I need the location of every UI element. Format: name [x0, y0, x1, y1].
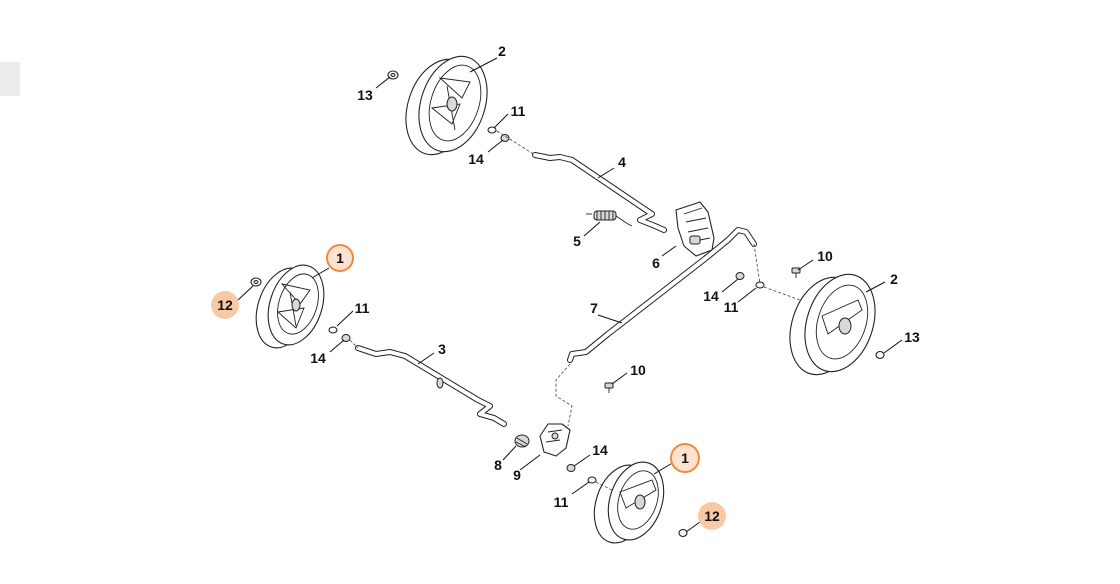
svg-text:4: 4 — [618, 154, 626, 170]
svg-text:11: 11 — [554, 494, 569, 510]
svg-text:7: 7 — [590, 300, 598, 316]
callout-11-left[interactable]: 11 — [355, 300, 370, 316]
svg-text:2: 2 — [890, 271, 898, 287]
washer-11-right[interactable] — [755, 281, 765, 289]
washer-13-right[interactable] — [875, 350, 885, 360]
rear-wheel-top[interactable] — [394, 48, 498, 164]
washer-11-bottom[interactable] — [587, 476, 597, 484]
callout-4[interactable]: 4 — [618, 154, 626, 170]
svg-text:12: 12 — [704, 508, 720, 524]
washer-13-top[interactable] — [387, 70, 399, 80]
svg-text:14: 14 — [468, 151, 484, 167]
leader-lines — [237, 57, 903, 533]
svg-text:14: 14 — [703, 288, 719, 304]
callout-2-right[interactable]: 2 — [890, 271, 898, 287]
svg-text:12: 12 — [217, 297, 233, 313]
callout-12-left[interactable]: 12 — [211, 291, 239, 319]
height-adjuster-6[interactable] — [675, 201, 715, 257]
svg-text:1: 1 — [336, 250, 344, 266]
svg-text:11: 11 — [355, 300, 370, 316]
spring-8[interactable] — [514, 434, 530, 448]
svg-text:9: 9 — [513, 467, 521, 483]
callout-9[interactable]: 9 — [513, 467, 521, 483]
callout-14-bottom[interactable]: 14 — [592, 442, 608, 458]
front-wheel-bottom[interactable] — [585, 455, 673, 550]
axle-3[interactable] — [355, 345, 507, 427]
callout-8[interactable]: 8 — [494, 457, 502, 473]
axle-4[interactable] — [532, 152, 667, 233]
callout-11-right[interactable]: 11 — [724, 299, 739, 315]
svg-text:5: 5 — [573, 233, 581, 249]
washer-11-top[interactable] — [487, 126, 497, 134]
spring-5[interactable] — [586, 210, 633, 227]
callout-14-top[interactable]: 14 — [468, 151, 484, 167]
callout-3[interactable]: 3 — [438, 341, 446, 357]
nut-14-bottom[interactable] — [566, 464, 576, 472]
callout-1-left[interactable]: 1 — [326, 244, 354, 272]
lever-7[interactable] — [567, 227, 757, 363]
nut-14-left[interactable] — [341, 334, 351, 342]
callout-5[interactable]: 5 — [573, 233, 581, 249]
callout-10-mid[interactable]: 10 — [630, 362, 646, 378]
callout-14-left[interactable]: 14 — [310, 350, 326, 366]
callout-10-right[interactable]: 10 — [817, 248, 833, 264]
svg-text:13: 13 — [904, 329, 920, 345]
svg-text:14: 14 — [592, 442, 608, 458]
svg-text:11: 11 — [724, 299, 739, 315]
callout-7[interactable]: 7 — [590, 300, 598, 316]
front-wheel-left[interactable] — [247, 258, 334, 355]
svg-text:6: 6 — [652, 255, 660, 271]
callout-14-right[interactable]: 14 — [703, 288, 719, 304]
callout-12-bottom[interactable]: 12 — [698, 502, 726, 530]
svg-text:2: 2 — [498, 43, 506, 59]
callout-13-top[interactable]: 13 — [357, 87, 373, 103]
callout-2-top[interactable]: 2 — [498, 43, 506, 59]
svg-text:8: 8 — [494, 457, 502, 473]
side-panel-tab[interactable] — [0, 62, 20, 96]
bracket-9[interactable] — [539, 423, 571, 457]
svg-text:13: 13 — [357, 87, 373, 103]
callout-6[interactable]: 6 — [652, 255, 660, 271]
nut-14-top[interactable] — [500, 134, 510, 142]
svg-text:11: 11 — [511, 103, 526, 119]
svg-text:10: 10 — [630, 362, 646, 378]
svg-text:3: 3 — [438, 341, 446, 357]
washer-11-left[interactable] — [328, 326, 338, 334]
screw-10-mid[interactable] — [604, 382, 614, 393]
svg-text:14: 14 — [310, 350, 326, 366]
callout-11-bottom[interactable]: 11 — [554, 494, 569, 510]
washer-12-bottom[interactable] — [678, 528, 688, 538]
callout-13-right[interactable]: 13 — [904, 329, 920, 345]
callout-11-top[interactable]: 11 — [511, 103, 526, 119]
rear-wheel-right[interactable] — [778, 265, 887, 384]
callout-1-bottom[interactable]: 1 — [670, 443, 700, 473]
svg-text:1: 1 — [681, 450, 689, 466]
washer-12-left[interactable] — [250, 277, 262, 287]
nut-14-right[interactable] — [735, 272, 745, 280]
screw-10-right[interactable] — [791, 267, 801, 278]
svg-text:10: 10 — [817, 248, 833, 264]
